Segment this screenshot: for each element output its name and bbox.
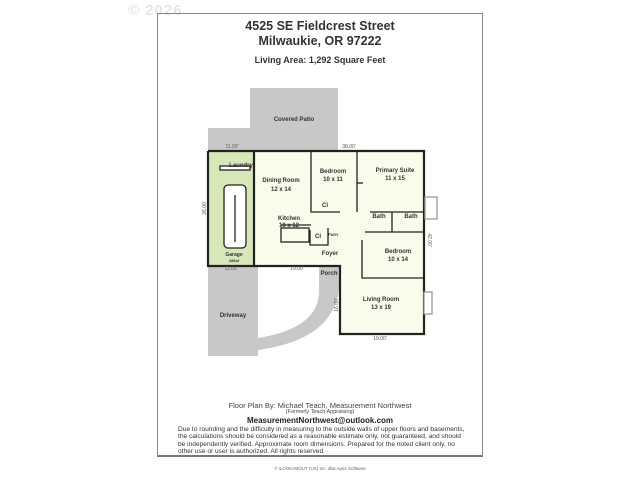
email-link[interactable]: MeasurementNorthwest@outlook.com: [246, 416, 394, 425]
covered-patio: [208, 88, 338, 151]
label-bedroom2: Bedroom: [385, 249, 411, 255]
watermark: © 2026: [128, 2, 183, 19]
address-line2: Milwaukie, OR 97222: [258, 34, 382, 48]
page-frame: [157, 13, 483, 457]
dim-living-bottom: 19.00': [373, 336, 387, 342]
label-closet: Cl: [322, 203, 328, 209]
credit: Floor Plan By: Michael Teach, Measuremen…: [228, 401, 412, 410]
size-bedroom2: 10 x 14: [388, 257, 409, 263]
driveway: [208, 266, 258, 356]
living-area: Living Area: 1,292 Square Feet: [254, 55, 386, 65]
bedroom1-walls: [310, 151, 340, 213]
label-garage: Garage: [225, 252, 242, 258]
label-porch: Porch: [320, 271, 337, 277]
label-bedroom1: Bedroom: [320, 169, 346, 175]
size-bedroom1: 10 x 11: [323, 177, 343, 183]
porch: [319, 266, 339, 280]
dim-garage-top: 11.00': [225, 144, 238, 150]
copyright: © iLOOKABOUT (US) Inc. dba Apex Software: [274, 466, 366, 471]
label-closet2: Cl: [315, 234, 321, 240]
dim-house-top: 38.00': [342, 144, 356, 150]
size-garage: 286sf: [229, 258, 240, 263]
dim-garage-bottom: 11.00': [224, 266, 237, 272]
dim-left: 26.00': [202, 201, 208, 215]
address-line1: 4525 SE Fieldcrest Street: [245, 19, 395, 33]
size-kitchen: 10 x 12: [279, 223, 300, 229]
label-primary: Primary Suite: [376, 168, 415, 174]
formerly: (Formerly Teach Appraising): [285, 409, 355, 415]
size-dining: 12 x 14: [271, 187, 292, 193]
dim-living-side: 16.00': [334, 298, 340, 312]
label-laundry: Laundry: [229, 163, 253, 169]
fireplace: [423, 291, 433, 315]
walkway: [258, 279, 339, 350]
label-furnace: Furn: [328, 232, 338, 237]
size-primary: 11 x 15: [385, 176, 405, 182]
label-covered-patio: Covered Patio: [274, 117, 315, 123]
dim-right: 42.00': [426, 233, 432, 247]
label-bath1: Bath: [372, 214, 386, 220]
interior: [254, 151, 424, 334]
size-living: 13 x 19: [371, 305, 392, 311]
exterior-wall: [206, 149, 426, 336]
label-living: Living Room: [363, 297, 399, 303]
label-driveway: Driveway: [220, 313, 247, 319]
dim-front: 19.00': [290, 266, 304, 272]
label-kitchen: Kitchen: [278, 216, 300, 222]
label-dining: Dining Room: [262, 178, 299, 184]
disclaimer: Due to rounding and the difficulty in me…: [178, 426, 465, 456]
label-bath2: Bath: [404, 214, 418, 220]
label-foyer: Foyer: [322, 251, 339, 257]
